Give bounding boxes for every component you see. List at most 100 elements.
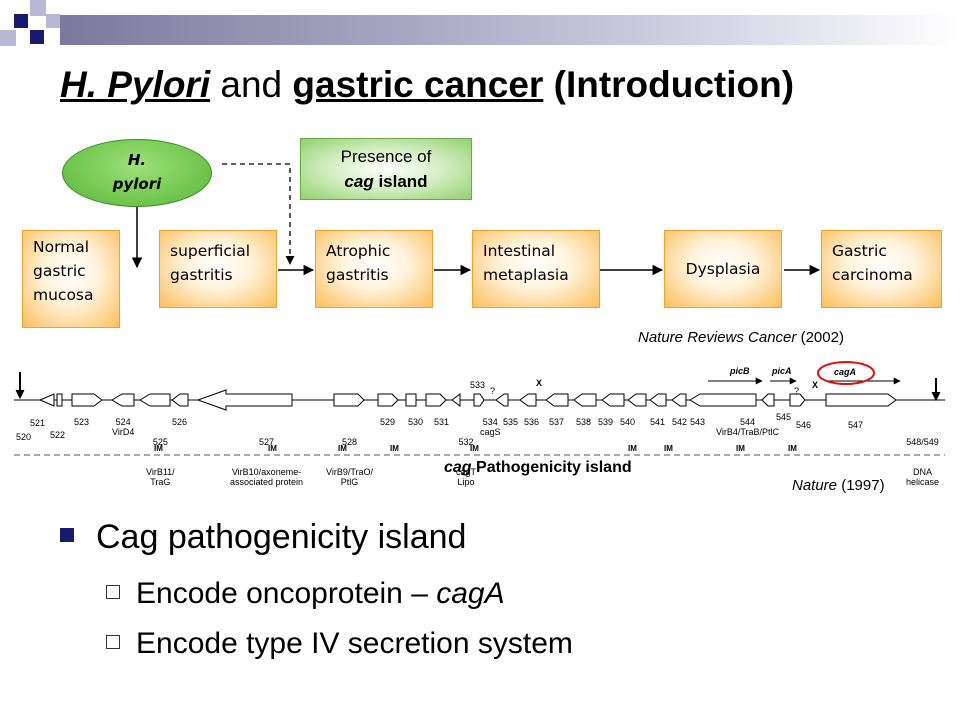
corner-square-lavender-2 [0, 30, 16, 46]
gene-532: 532 cagT Lipo [456, 417, 476, 497]
hollow-square-bullet-icon [106, 585, 120, 599]
bullet-sub-2: Encode type IV secretion system [106, 627, 573, 661]
island-rest: Pathogenicity island [471, 459, 632, 476]
stage-label: gastritis [326, 266, 389, 284]
gene-sub: cagS [480, 427, 501, 437]
gene-537: 537 [549, 417, 565, 427]
presence-line1: Presence of [340, 147, 432, 166]
gene-523: 523 [74, 417, 90, 427]
gene-num: 544 [740, 417, 756, 427]
gene-539: 539 [598, 417, 614, 427]
hollow-square-bullet-icon [106, 635, 120, 649]
question-mark: ? [794, 386, 800, 396]
bullet-sub-1: Encode oncoprotein – cagA [106, 577, 505, 611]
bullet-sub1-italic: cagA [436, 577, 505, 610]
corner-square-lavender-3 [46, 14, 60, 28]
citation2-journal: Nature [792, 477, 838, 494]
gene-sub: VirB4/TraB/PtlC [716, 427, 780, 437]
gene-545: 545 [776, 412, 792, 422]
stage-label: carcinoma [832, 266, 913, 284]
stage-label: Intestinal [483, 242, 556, 260]
bullet-main-text: Cag pathogenicity island [96, 518, 467, 556]
title-bar-gradient [60, 15, 960, 45]
island-cag: cag [444, 459, 472, 476]
gene-536: 536 [524, 417, 540, 427]
gene-sub: VirB9/TraO/ PtlG [326, 467, 374, 487]
gene-535: 535 [503, 417, 519, 427]
bullet-main: Cag pathogenicity island [60, 518, 466, 557]
presence-cag-island-box: Presence of cag island [300, 138, 472, 200]
gene-num: 532 [458, 437, 474, 447]
citation1-journal: Nature Reviews Cancer [638, 329, 797, 346]
presence-line2: cag island [301, 169, 471, 194]
gene-533: 533 [470, 380, 486, 390]
im-label: IM [788, 444, 797, 453]
gene-522: 522 [50, 430, 66, 440]
x-mark: X [812, 380, 819, 390]
gene-sub: VirB11/ TraG [146, 467, 175, 487]
region-picA: picA [772, 366, 792, 376]
im-label: IM [268, 444, 277, 453]
stage-label: gastric [33, 262, 86, 280]
hpylori-line2: pylori [112, 175, 162, 193]
gene-sub: VirD4 [112, 427, 135, 437]
gene-540: 540 [620, 417, 636, 427]
gene-534: 534 cagS [480, 417, 501, 437]
cag-pathogenicity-island-label: cag Pathogenicity island [444, 459, 632, 477]
gene-num: 525 [152, 437, 168, 447]
gene-num: 524 [115, 417, 131, 427]
gene-548-549: 548/549 DNA helicase [906, 417, 939, 497]
gene-547: 547 [848, 420, 864, 430]
gene-sub: cagT Lipo [456, 467, 477, 487]
citation2-year: (1997) [837, 477, 885, 494]
gene-528: 528 VirB9/TraO/ PtlG [326, 417, 373, 497]
stage-label: gastritis [170, 266, 233, 284]
im-label: IM [154, 444, 163, 453]
stage-label: Dysplasia [685, 260, 761, 278]
region-picB: picB [730, 366, 750, 376]
gene-num: 534 [482, 417, 498, 427]
stage-label: Normal [33, 238, 90, 256]
gene-524: 524 VirD4 [112, 417, 134, 437]
gene-525: 525 VirB11/ TraG [146, 417, 175, 497]
im-label: IM [664, 444, 673, 453]
citation-nature-reviews-cancer: Nature Reviews Cancer (2002) [638, 329, 844, 346]
im-label: IM [628, 444, 637, 453]
gene-530: 530 [408, 417, 424, 427]
question-mark: ? [490, 386, 496, 396]
gene-543: 543 [690, 417, 706, 427]
gene-527: 527 VirB10/axoneme- associated protein [230, 417, 303, 497]
hpylori-node: H. pylori [62, 139, 212, 207]
citation-nature: Nature (1997) [792, 477, 885, 494]
gene-531: 531 [434, 417, 450, 427]
corner-square-navy-1 [14, 14, 28, 28]
im-label: IM [390, 444, 399, 453]
title-introduction: (Introduction) [543, 64, 795, 105]
bullet-sub1-text: Encode oncoprotein – [136, 577, 437, 610]
x-mark: X [536, 378, 543, 388]
gene-520: 520 [16, 432, 32, 442]
gene-sub: VirB10/axoneme- associated protein [230, 467, 304, 487]
cag-dashed-connector [222, 163, 295, 265]
gene-538: 538 [576, 417, 592, 427]
title-gastric-cancer: gastric cancer [292, 64, 544, 105]
stage-label: metaplasia [483, 266, 569, 284]
gene-529: 529 [380, 417, 396, 427]
title-and: and [210, 64, 293, 105]
gene-542: 542 [672, 417, 688, 427]
presence-island: island [373, 172, 428, 191]
region-cagA: cagA [834, 367, 857, 377]
stage-intestinal-metaplasia: Intestinal metaplasia [472, 230, 600, 308]
gene-546: 546 [796, 420, 812, 430]
gene-541: 541 [650, 417, 666, 427]
square-bullet-icon [60, 528, 74, 542]
gene-num: 528 [341, 437, 358, 447]
citation1-year: (2002) [796, 329, 844, 346]
corner-square-navy-2 [30, 30, 44, 44]
gene-sub: DNA helicase [906, 467, 940, 487]
title-hpylori: H. Pylori [60, 64, 211, 105]
corner-square-lavender-1 [30, 0, 46, 16]
bullet-sub2-text: Encode type IV secretion system [136, 627, 573, 660]
stage-label: mucosa [33, 286, 94, 304]
